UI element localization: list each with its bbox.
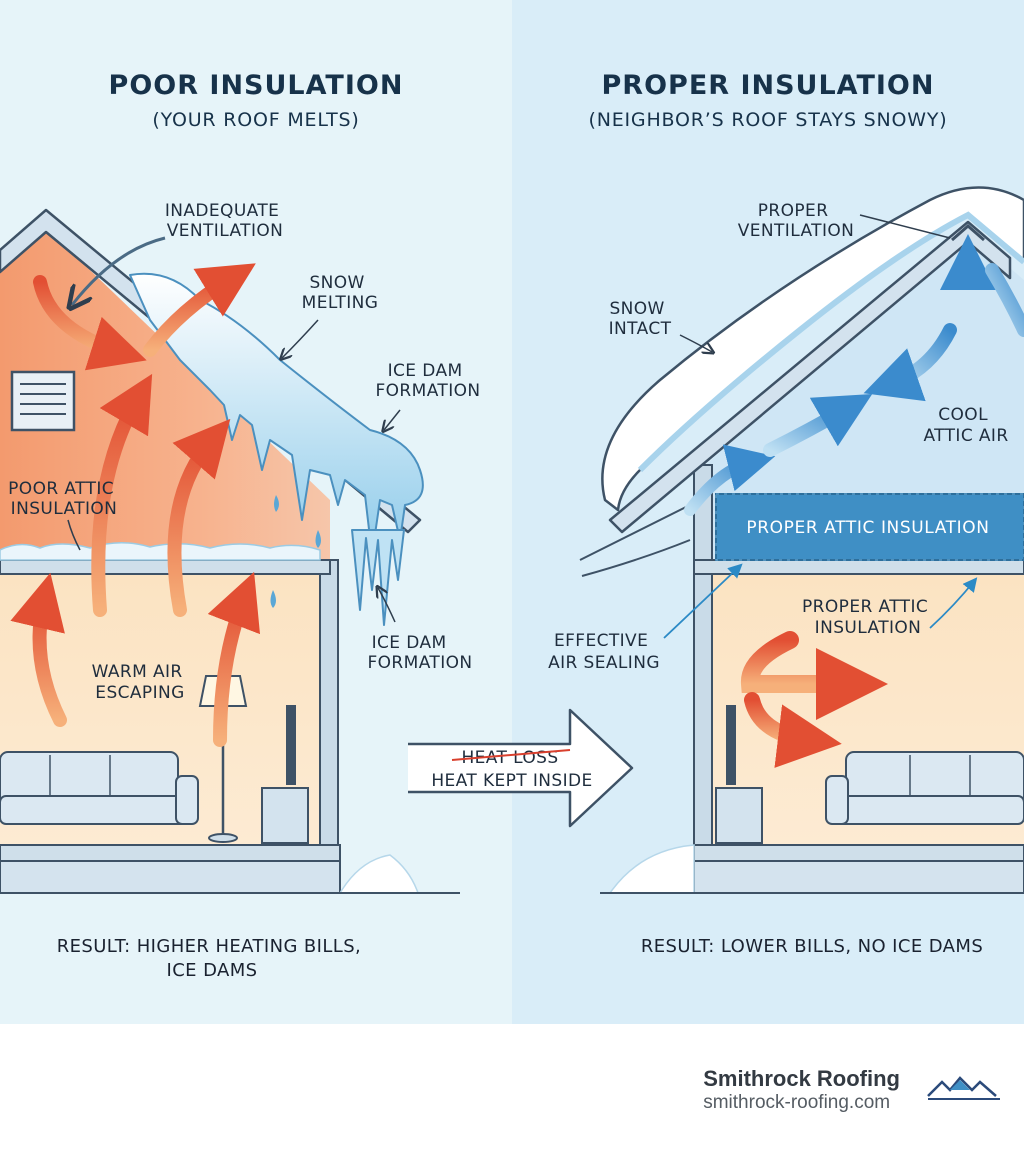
left-ceiling [0, 559, 331, 575]
footer-background [0, 1024, 1024, 1154]
cool-air-arrows [684, 234, 1024, 516]
label-inadequate-ventilation-line1: INADEQUATE [165, 201, 279, 221]
label-ice-dam-top-line1: ICE DAM [388, 361, 463, 381]
left-result-line1: RESULT: HIGHER HEATING BILLS, [57, 936, 362, 957]
label-effective-air-sealing-line2: AIR SEALING [548, 653, 660, 673]
right-title: PROPER INSULATION [602, 70, 935, 101]
warm-arrow-3 [10, 572, 67, 727]
water-drop-2 [315, 530, 321, 548]
label-ice-dam-top-line2: FORMATION [375, 381, 480, 401]
left-title: POOR INSULATION [109, 70, 404, 101]
label-proper-attic-insulation: PROPER ATTIC INSULATION [802, 597, 934, 638]
right-foundation [693, 860, 1024, 894]
warm-arrow-ventilation [33, 275, 147, 371]
label-effective-air-sealing: EFFECTIVE AIR SEALING [548, 631, 660, 673]
label-inadequate-ventilation-line2: VENTILATION [167, 221, 284, 241]
label-snow-melting-line2: MELTING [302, 293, 379, 313]
insulation-band-texture [715, 493, 1024, 561]
brand-block: Smithrock Roofing smithrock-roofing.com [703, 1066, 900, 1114]
label-snow-intact-line1: SNOW [609, 299, 664, 319]
right-roof [608, 220, 1012, 534]
label-poor-attic-insulation-line1: POOR ATTIC [8, 479, 114, 499]
kept-warm-arrows [740, 631, 888, 768]
right-house: PROPER ATTIC INSULATION [579, 186, 1024, 894]
left-house [0, 208, 460, 894]
eave-icicles [351, 529, 405, 626]
insulation-band-label: PROPER ATTIC INSULATION [746, 518, 989, 538]
label-snow-melting-line1: SNOW [309, 273, 364, 293]
right-result: RESULT: LOWER BILLS, NO ICE DAMS [641, 936, 983, 957]
right-tv [715, 705, 763, 844]
warm-air-arrows [10, 263, 261, 747]
warm-arrow-2 [167, 418, 231, 617]
right-left-wall [693, 464, 713, 861]
left-sofa [0, 751, 199, 825]
label-snow-melting: SNOW MELTING [302, 273, 379, 313]
label-cool-attic-air-line2: ATTIC AIR [923, 426, 1008, 446]
cool-arrow-circulate [863, 323, 957, 402]
right-pointer-lines [663, 214, 978, 639]
label-proper-ventilation: PROPER VENTILATION [738, 201, 855, 241]
left-right-wall [319, 559, 339, 861]
water-drop-1 [274, 495, 279, 512]
left-tv [261, 705, 309, 844]
cool-arrow-intake-2 [763, 393, 873, 457]
warm-arrow-roof [143, 263, 256, 357]
left-floor [0, 844, 341, 862]
label-ice-dam-bottom: ICE DAM FORMATION [367, 633, 472, 673]
label-snow-intact: SNOW INTACT [609, 299, 672, 339]
cool-arrow-intake-1 [684, 444, 776, 516]
right-subtitle: (NEIGHBOR’S ROOF STAYS SNOWY) [589, 109, 948, 131]
brand-name: Smithrock Roofing [703, 1066, 900, 1091]
label-cool-attic-air: COOL ATTIC AIR [923, 405, 1008, 446]
insulation-band [715, 493, 1024, 561]
brand-url[interactable]: smithrock-roofing.com [703, 1092, 891, 1113]
warm-arrow-4 [207, 571, 261, 747]
right-ground-snow [608, 844, 695, 894]
label-ice-dam-bottom-line2: FORMATION [367, 653, 472, 673]
label-proper-attic-insulation-line1: PROPER ATTIC [802, 597, 928, 617]
label-poor-attic-insulation: POOR ATTIC INSULATION [8, 479, 120, 519]
label-warm-air-escaping-line2: ESCAPING [95, 683, 184, 703]
label-proper-attic-insulation-line2: INSULATION [815, 618, 922, 638]
right-snow-shade [637, 211, 1024, 473]
left-pointer-lines [68, 236, 401, 623]
left-thin-insulation [0, 542, 321, 561]
label-proper-ventilation-line1: PROPER [758, 201, 829, 221]
kept-warm-arrow-bottom [744, 692, 842, 768]
label-effective-air-sealing-line1: EFFECTIVE [554, 631, 648, 651]
center-arrow: HEAT LOSS HEAT KEPT INSIDE [408, 708, 634, 828]
left-result: RESULT: HIGHER HEATING BILLS, ICE DAMS [57, 936, 368, 981]
center-heat-kept-inside: HEAT KEPT INSIDE [431, 771, 592, 791]
heat-loss-strikethrough [451, 749, 571, 761]
left-result-line2: ICE DAMS [167, 960, 258, 981]
label-inadequate-ventilation: INADEQUATE VENTILATION [165, 201, 285, 241]
left-subtitle: (YOUR ROOF MELTS) [152, 109, 359, 131]
label-snow-intact-line2: INTACT [609, 319, 672, 339]
left-foundation [0, 860, 341, 894]
label-ice-dam-bottom-line1: ICE DAM [372, 633, 447, 653]
right-floor [693, 844, 1024, 862]
label-proper-ventilation-line2: VENTILATION [738, 221, 855, 241]
right-ceiling [693, 559, 1024, 575]
label-warm-air-escaping: WARM AIR ESCAPING [92, 662, 189, 703]
left-ground-snow [338, 854, 420, 894]
label-ice-dam-top: ICE DAM FORMATION [375, 361, 480, 401]
warm-arrow-1 [91, 373, 153, 617]
cool-arrow-vent-right [985, 263, 1024, 337]
label-poor-attic-insulation-line2: INSULATION [11, 499, 118, 519]
label-warm-air-escaping-line1: WARM AIR [92, 662, 183, 682]
water-drop-3 [270, 590, 276, 608]
smithrock-logo [927, 1076, 1000, 1100]
kept-warm-arrow-top [740, 631, 888, 720]
gable-vent [10, 370, 76, 432]
label-cool-attic-air-line1: COOL [938, 405, 988, 425]
right-sofa [825, 751, 1024, 825]
